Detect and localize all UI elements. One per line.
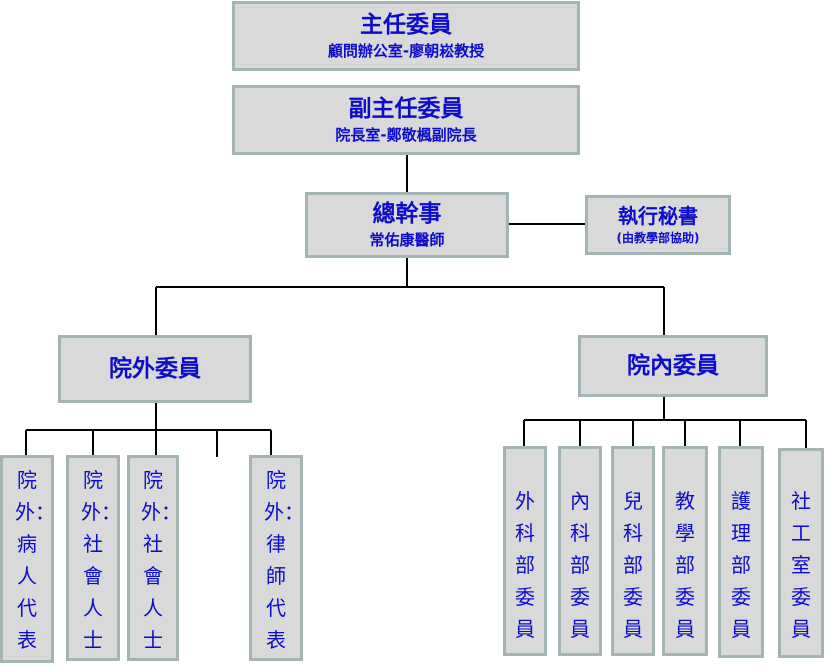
vice-chair-subtitle: 院長室-鄭敬楓副院長	[335, 126, 477, 144]
internal-member-label: 外科部委員	[515, 489, 535, 641]
external-member-label: 院外：社會人士	[141, 468, 181, 652]
vice-chair-title: 副主任委員	[348, 96, 464, 122]
external-member-box: 院外：病人代表	[0, 455, 55, 663]
external-member-label: 院外：律師代表	[264, 468, 304, 652]
external-member-box: 院外：社會人士	[66, 455, 121, 661]
secretary-general-subtitle: 常佑康醫師	[369, 231, 445, 249]
secretary-general-title: 總幹事	[372, 201, 442, 227]
executive-secretary-subtitle: (由教學部協助)	[616, 231, 700, 245]
internal-member-label: 兒科部委員	[623, 489, 643, 641]
internal-member-box: 教學部委員	[662, 446, 708, 656]
internal-member-label: 護理部委員	[731, 489, 751, 641]
external-member-label: 院外：社會人士	[81, 468, 121, 652]
internal-member-label: 內科部委員	[570, 489, 590, 641]
external-member-label: 院外：病人代表	[15, 468, 55, 652]
executive-secretary-title: 執行秘書	[618, 204, 698, 228]
chair-title: 主任委員	[360, 12, 452, 38]
internal-member-label: 教學部委員	[675, 489, 695, 641]
internal-member-box: 外科部委員	[503, 446, 547, 656]
internal-members-title: 院內委員	[627, 353, 719, 379]
executive-secretary-box: 執行秘書 (由教學部協助)	[585, 195, 731, 255]
internal-member-box: 護理部委員	[718, 446, 764, 658]
chair-box: 主任委員 顧問辦公室-廖朝崧教授	[232, 1, 580, 71]
external-members-box: 院外委員	[58, 335, 252, 403]
external-member-box: 院外：社會人士	[127, 455, 181, 661]
internal-member-box: 兒科部委員	[611, 446, 655, 656]
external-member-box: 院外：律師代表	[249, 455, 304, 661]
vice-chair-box: 副主任委員 院長室-鄭敬楓副院長	[232, 85, 580, 155]
chair-subtitle: 顧問辦公室-廖朝崧教授	[327, 42, 485, 60]
secretary-general-box: 總幹事 常佑康醫師	[305, 192, 509, 258]
internal-member-label: 社工室委員	[791, 489, 811, 641]
external-members-title: 院外委員	[109, 356, 201, 382]
internal-member-box: 內科部委員	[558, 446, 602, 656]
internal-member-box: 社工室委員	[778, 448, 824, 658]
internal-members-box: 院內委員	[578, 335, 768, 397]
